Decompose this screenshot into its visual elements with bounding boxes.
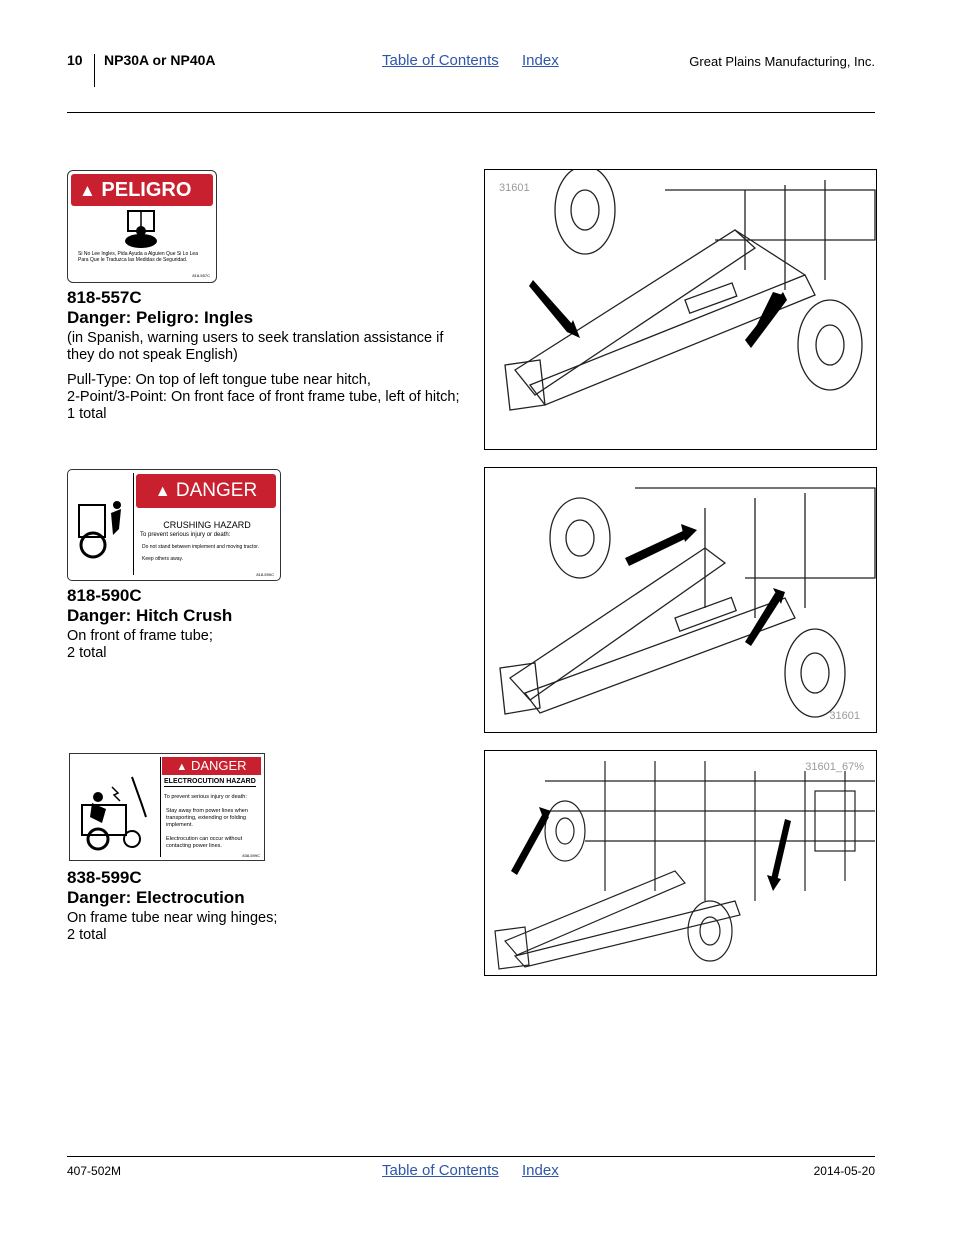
implement-drawing: [494, 761, 875, 970]
warning-triangle-icon: ▲: [176, 761, 188, 773]
decal-1-location-point: 2-Point/3-Point: On front face of front …: [67, 389, 460, 405]
footer-toc-link[interactable]: Table of Contents: [382, 1162, 499, 1179]
hitch-hazard-sub: To prevent serious injury or death:: [140, 532, 231, 538]
publication-date: 2014-05-20: [813, 1164, 875, 1178]
electrocution-bullet-1: Stay away from power lines when transpor…: [166, 808, 248, 828]
figure-1: 31601: [484, 169, 877, 450]
figure-2: 31601: [484, 467, 877, 733]
header-toc-link[interactable]: Table of Contents: [382, 52, 499, 69]
decal-2-name: Danger: Hitch Crush: [67, 606, 233, 625]
electrocution-decal: ▲ DANGER ELECTROCUTION HAZARD To prevent…: [69, 753, 265, 861]
implement-drawing: [499, 487, 876, 718]
page-number: 10: [67, 52, 83, 68]
decal-1-part-number: 818-557C: [67, 288, 142, 307]
decal-3-part-number: 838-599C: [67, 868, 142, 887]
electrocution-hazard-title: ELECTROCUTION HAZARD: [164, 778, 256, 787]
figure-3-id: 31601_67%: [805, 761, 864, 773]
implement-drawing: [504, 170, 876, 411]
decal-3-count: 2 total: [67, 927, 107, 943]
peligro-heading: PELIGRO: [101, 179, 192, 201]
hitch-hazard-title: CRUSHING HAZARD: [163, 520, 251, 530]
header-index-link[interactable]: Index: [522, 52, 559, 69]
hitch-danger-heading: DANGER: [175, 480, 258, 501]
header-rule: [67, 112, 875, 113]
read-manual-icon: [125, 210, 157, 248]
warning-triangle-icon: ▲: [154, 483, 171, 500]
electrocution-icon: [81, 757, 161, 857]
peligro-text: Si No Lee Ingles, Pida Ayuda a Alguien Q…: [78, 251, 198, 263]
electrocution-hazard-sub: To prevent serious injury or death:: [164, 794, 247, 800]
figure-2-id: 31601: [829, 710, 860, 722]
decal-1-name: Danger: Peligro: Ingles: [67, 308, 254, 327]
decal-1-note: (in Spanish, warning users to seek trans…: [67, 330, 444, 363]
company-name: Great Plains Manufacturing, Inc.: [689, 54, 875, 69]
doc-number: 407-502M: [67, 1164, 122, 1178]
hitch-code: 818-590C: [256, 572, 274, 577]
peligro-code: 818-557C: [192, 273, 210, 278]
decal-3-location: On frame tube near wing hinges;: [67, 910, 278, 926]
model-name: NP30A or NP40A: [104, 52, 216, 68]
electrocution-danger-heading: DANGER: [190, 758, 247, 773]
decal-1-count: 1 total: [67, 406, 107, 422]
header-divider: [94, 54, 95, 87]
decal-1-location-pull: Pull-Type: On top of left tongue tube ne…: [67, 372, 371, 388]
figure-3: 31601_67%: [484, 750, 877, 976]
peligro-decal: ▲ PELIGRO Si No Lee Ingles, Pida Ayuda a…: [67, 170, 217, 283]
hitch-bullet-1: Do not stand between implement and movin…: [142, 544, 260, 550]
warning-triangle-icon: ▲: [79, 181, 96, 200]
decal-2-part-number: 818-590C: [67, 586, 142, 605]
figure-1-id: 31601: [499, 182, 530, 194]
hitch-bullet-2: Keep others away.: [142, 556, 184, 562]
decal-2-location: On front of frame tube;: [67, 628, 213, 644]
electrocution-code: 838-599C: [242, 853, 260, 858]
tractor-crush-icon: [78, 473, 134, 575]
decal-3-name: Danger: Electrocution: [67, 888, 245, 907]
footer-rule: [67, 1156, 875, 1157]
decal-2-count: 2 total: [67, 645, 107, 661]
hitch-crush-decal: ▲ DANGER CRUSHING HAZARD To prevent seri…: [67, 469, 281, 581]
electrocution-bullet-2: Electrocution can occur without contacti…: [166, 836, 243, 849]
footer-index-link[interactable]: Index: [522, 1162, 559, 1179]
